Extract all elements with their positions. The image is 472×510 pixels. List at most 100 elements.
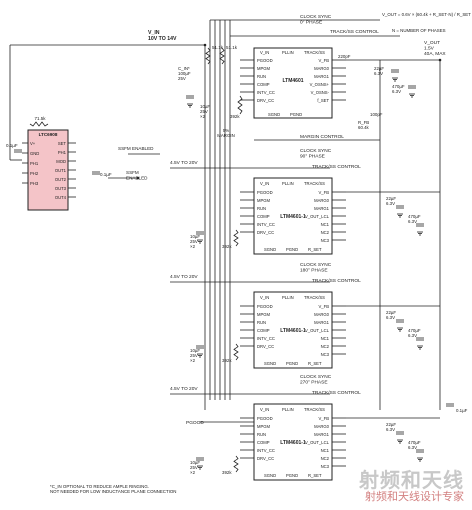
slave-left-pin: PGOOD <box>257 190 273 195</box>
slave-right-pin: V_FB <box>319 304 330 309</box>
slave-right-pin: NC1 <box>321 448 330 453</box>
vout-formula: V_OUT = 0.6V × (60.4k + R_SET·N) / R_SET <box>382 12 471 17</box>
ltc6908-pin-right: OUT1 <box>55 168 67 173</box>
cap-100-label: 100pF <box>370 112 383 117</box>
slave-left-pin: COMP <box>257 214 270 219</box>
slave-right-pin: NC1 <box>321 222 330 227</box>
slave-bottom-pin: SGND <box>264 361 276 366</box>
slave-left-pin: INTV_CC <box>257 448 275 453</box>
slave-left-pin: COMP <box>257 328 270 333</box>
ltm4601-bottom-pin: PGND <box>290 112 302 117</box>
slave-left-pin: INTV_CC <box>257 222 275 227</box>
slave-vin-label: 4.5V TO 20V <box>170 386 198 392</box>
slave-left-pin: DRV_CC <box>257 230 274 235</box>
slave-right-pin: V_OUT_LCL <box>305 440 330 445</box>
slave-right-pin: MARG0 <box>314 312 330 317</box>
phases-note: N = NUMBER OF PHASES <box>392 28 446 33</box>
slave-right-pin: MARG1 <box>314 320 330 325</box>
ltc6908-pin-left: PH2 <box>30 171 39 176</box>
slave-left-pin: RUN <box>257 432 266 437</box>
margin-control-label: MARGIN CONTROL <box>300 134 344 140</box>
slave-bottom-pin: R_SET <box>308 361 322 366</box>
slave-left-pin: MPGM <box>257 312 271 317</box>
footnote: *C_IN OPTIONAL TO REDUCE AMPLE RINGING.N… <box>50 484 176 494</box>
slave-res-label: 392k <box>222 358 232 363</box>
slave-right-pin: NC3 <box>321 464 330 469</box>
slave-right-pin: MARG0 <box>314 198 330 203</box>
slave-top-pin: PLLIN <box>282 407 294 412</box>
ltm4601-left-pin: COMP <box>257 82 270 87</box>
slave-track-label: TRACK/SS CONTROL <box>312 278 361 284</box>
slave-left-pin: MPGM <box>257 198 271 203</box>
slave-left-pin: RUN <box>257 320 266 325</box>
junction-dot <box>203 43 207 47</box>
slave-right-pin: NC2 <box>321 230 330 235</box>
slave-bottom-pin: PGND <box>286 247 298 252</box>
slave-right-pin: NC3 <box>321 352 330 357</box>
pgood-label: PGOOD <box>186 420 204 426</box>
ltm4601-left-pin: RUN <box>257 74 266 79</box>
slave-res-label: 392k <box>222 244 232 249</box>
slave-right-pin: V_FB <box>319 416 330 421</box>
slave-vin-label: 4.5V TO 20V <box>170 274 198 280</box>
slave-left-pin: RUN <box>257 206 266 211</box>
ltc6908-pin-right: PH1 <box>58 150 67 155</box>
final-cap-label: 0.1µF <box>456 408 468 413</box>
out-cap-value: 0.1µF <box>100 172 112 177</box>
slave-right-pin: V_OUT_LCL <box>305 214 330 219</box>
slave-right-pin: NC2 <box>321 344 330 349</box>
ltm4601-left-pin: PGOOD <box>257 58 273 63</box>
slave-resistor <box>233 455 239 473</box>
slave-track-label: TRACK/SS CONTROL <box>312 390 361 396</box>
slave-left-pin: PGOOD <box>257 304 273 309</box>
ltc6908-name: LTC6908 <box>39 132 58 137</box>
slave-left-pin: MPGM <box>257 424 271 429</box>
margin-label: 5%MARGIN <box>217 128 235 138</box>
ltc6908-pin-right: OUT2 <box>55 177 67 182</box>
slave-left-pin: DRV_CC <box>257 456 274 461</box>
ltm4601-top-pin: PLLIN <box>282 50 294 55</box>
watermark-line1: 射频和天线 <box>359 470 464 493</box>
pullup-resistor-2 <box>219 47 225 65</box>
slave-res-label: 392k <box>222 470 232 475</box>
ltc6908-pin-right: OUT3 <box>55 186 67 191</box>
slave-top-pin: V_IN <box>260 181 269 186</box>
set-resistor-value: 71.5k <box>34 116 46 121</box>
slave-top-pin: PLLIN <box>282 181 294 186</box>
ltm4601-margin-res: 392k <box>230 114 240 119</box>
slave-resistor <box>233 229 239 247</box>
ltm4601-right-pin: MARG1 <box>314 74 330 79</box>
slave-left-pin: PGOOD <box>257 416 273 421</box>
ltm4601-track-label: TRACK/SS CONTROL <box>330 29 379 35</box>
slave-top-pin: PLLIN <box>282 295 294 300</box>
set-resistor <box>29 121 49 127</box>
slave-right-pin: V_OUT_LCL <box>305 328 330 333</box>
ltm4601-right-pin: V_FB <box>319 58 330 63</box>
slave-resistor <box>233 343 239 361</box>
slave-left-pin: INTV_CC <box>257 336 275 341</box>
slave-bottom-pin: PGND <box>286 361 298 366</box>
slave-top-pin: V_IN <box>260 295 269 300</box>
slave-top-pin: TRACK/SS <box>304 407 325 412</box>
ltm4601-1-name: LTM4601-1 <box>280 214 306 220</box>
ltm4601-chip <box>253 47 333 119</box>
ltc6908-pin-right: OUT4 <box>55 195 67 200</box>
pullup-resistor-2-value: 51.1k <box>226 45 238 50</box>
ltc6908-pin-left: GND <box>30 151 39 156</box>
slave-right-pin: MARG0 <box>314 424 330 429</box>
